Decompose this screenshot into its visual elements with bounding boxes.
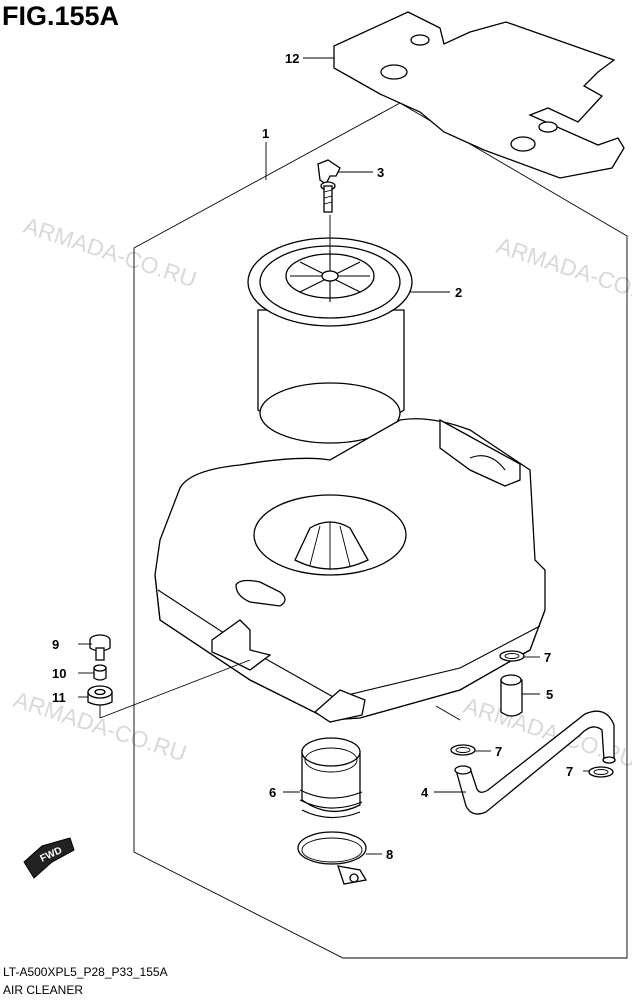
part-7-clamp-upper <box>499 650 525 662</box>
callout-7-right: 7 <box>566 764 573 779</box>
part-1-air-cleaner-case <box>154 418 546 723</box>
callout-1: 1 <box>262 126 269 141</box>
part-7-clamp-middle <box>450 744 476 756</box>
figure-name: AIR CLEANER <box>3 983 83 997</box>
part-2-filter-element <box>247 215 413 444</box>
callout-5: 5 <box>546 687 553 702</box>
callout-2: 2 <box>455 285 462 300</box>
part-8-clamp <box>297 831 368 885</box>
callout-4: 4 <box>421 785 429 800</box>
callout-8: 8 <box>386 847 393 862</box>
watermark-2: ARMADA-CO.RU <box>493 232 632 312</box>
part-7-clamp-right <box>588 766 614 778</box>
part-3-screw <box>317 159 341 213</box>
part-9-bolt <box>89 634 111 661</box>
watermark-1: ARMADA-CO.RU <box>20 212 199 292</box>
part-11-grommet <box>87 685 113 706</box>
callout-3: 3 <box>377 165 384 180</box>
part-6-inlet-boot <box>299 737 363 819</box>
callout-7-upper: 7 <box>544 650 551 665</box>
fwd-arrow-icon: FWD <box>23 837 75 879</box>
callout-7-middle: 7 <box>495 744 502 759</box>
part-4-drain-hose <box>454 710 616 815</box>
part-5-hose <box>500 674 523 717</box>
figure-title: FIG.155A <box>2 1 119 31</box>
callout-12: 12 <box>285 51 299 66</box>
callout-9: 9 <box>52 637 59 652</box>
part-10-collar <box>93 664 107 681</box>
callout-6: 6 <box>269 785 276 800</box>
callout-11: 11 <box>52 690 66 705</box>
figure-code: LT-A500XPL5_P28_P33_155A <box>3 965 168 979</box>
leader-lines <box>78 57 590 855</box>
callout-10: 10 <box>52 666 66 681</box>
part-12-plate <box>333 11 625 179</box>
